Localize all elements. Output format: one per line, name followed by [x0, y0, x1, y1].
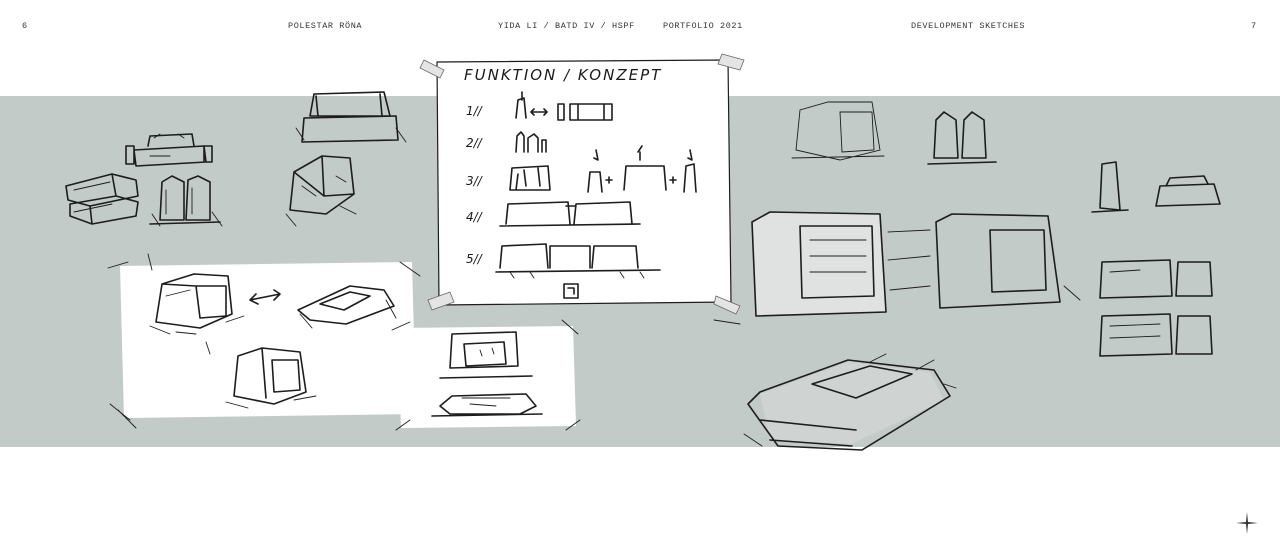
pod-sketch-large-pair — [713, 211, 1081, 325]
poster-step-1: 1// — [466, 104, 482, 118]
page-number-left: 6 — [22, 21, 28, 31]
double-arrow — [249, 289, 281, 305]
page-number-right: 7 — [1251, 21, 1257, 31]
poster-title: FUNKTION / KONZEPT — [464, 66, 663, 84]
pod-sketch-grid-views — [1099, 259, 1213, 357]
poster-step-3: 3// — [466, 174, 482, 188]
portfolio-label: PORTFOLIO 2021 — [663, 21, 743, 31]
pod-sketch-ghost — [791, 101, 885, 161]
pod-sketch-top-view — [125, 133, 213, 167]
pod-sketch-top-angle — [297, 285, 397, 329]
polestar-star-icon — [1236, 512, 1258, 534]
pod-sketch-flat — [431, 393, 543, 417]
pod-sketch-twin-cabin — [149, 175, 223, 227]
pod-sketch-vertical-pair — [927, 111, 997, 165]
pod-sketch-frame — [295, 91, 407, 143]
pod-sketch-stacked — [65, 173, 139, 225]
concept-poster — [419, 53, 745, 315]
project-title: POLESTAR RÖNA — [288, 21, 363, 31]
pod-sketch-side-pair — [205, 341, 317, 409]
poster-step-4: 4// — [466, 210, 482, 224]
poster-step-2: 2// — [466, 136, 482, 150]
author-credit: YIDA LI / BATD IV / HSPF — [498, 21, 635, 31]
poster-step-5: 5// — [466, 252, 482, 266]
pod-sketch-small-capsule — [1091, 161, 1129, 213]
pod-sketch-front-open — [149, 273, 245, 335]
pod-sketch-small-car — [1155, 175, 1221, 207]
pod-sketch-hero-top — [743, 353, 957, 451]
pod-sketch-interior — [439, 331, 533, 379]
section-title: DEVELOPMENT SKETCHES — [911, 21, 1026, 31]
pod-sketch-angled — [285, 155, 357, 227]
